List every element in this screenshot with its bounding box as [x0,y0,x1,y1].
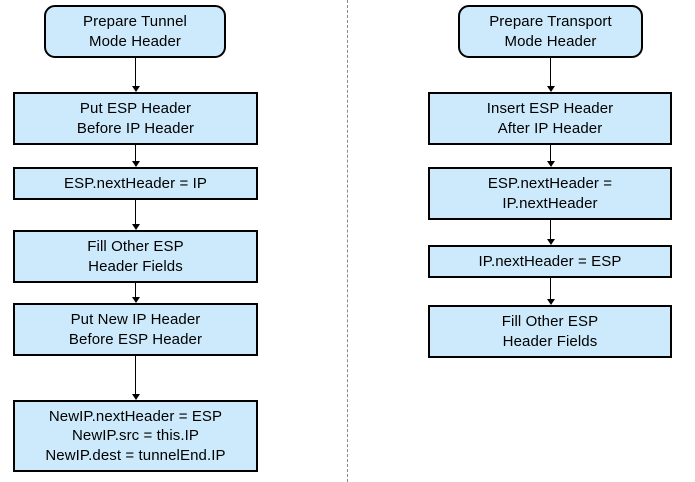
connector-arrow [550,58,551,87]
connector-arrow [135,200,136,225]
connector-arrowhead [131,86,140,92]
node-text-line: Put New IP Header [70,311,201,328]
flowchart-node-tunnel-step-2: ESP.nextHeader = IP [13,167,258,200]
connector-arrow [550,278,551,300]
node-text-line: Fill Other ESP [87,238,184,255]
connector-arrow [135,356,136,395]
connector-arrow [135,145,136,162]
connector-arrowhead [131,224,140,230]
connector-arrow [135,283,136,298]
flowchart-node-transport-step-4: Fill Other ESP Header Fields [428,305,672,358]
column-divider [347,0,348,482]
flowchart-node-transport-step-2: ESP.nextHeader = IP.nextHeader [428,167,672,220]
node-text-line: Before ESP Header [68,330,203,348]
connector-arrowhead [546,86,555,92]
node-text-line: After IP Header [497,119,603,137]
connector-arrowhead [546,299,555,305]
node-text-line: Insert ESP Header [486,100,614,117]
connector-arrowhead [131,297,140,303]
node-text-line: NewIP.src = this.IP [71,427,200,445]
node-text-line: Mode Header [504,32,597,50]
connector-arrowhead [546,239,555,245]
node-text-line: IP.nextHeader [502,194,598,212]
connector-arrow [135,58,136,87]
connector-arrowhead [131,394,140,400]
node-text-line: ESP.nextHeader = IP [64,174,207,192]
node-text-line: Prepare Transport [489,13,612,30]
connector-arrowhead [546,161,555,167]
node-text-line: Fill Other ESP [501,313,599,330]
flowchart-node-tunnel-step-5: NewIP.nextHeader = ESP NewIP.src = this.I… [13,400,258,472]
flowchart-node-tunnel-step-3: Fill Other ESP Header Fields [13,230,258,283]
connector-arrowhead [131,161,140,167]
node-text-line: Header Fields [88,257,183,275]
node-text-line: Mode Header [89,32,181,50]
node-text-line: ESP.nextHeader = [487,175,613,192]
node-text-line: NewIP.dest = tunnelEnd.IP [45,446,226,464]
node-text-line: Prepare Tunnel [83,13,187,30]
connector-arrow [550,145,551,162]
node-text-line: NewIP.nextHeader = ESP [48,407,223,425]
connector-arrow [550,220,551,240]
node-text-line: Header Fields [502,332,598,350]
flowchart-node-transport-step-3: IP.nextHeader = ESP [428,245,672,278]
node-text-line: Put ESP Header [79,100,192,117]
node-text-line: IP.nextHeader = ESP [478,252,622,270]
node-text-line: Before IP Header [76,119,195,137]
